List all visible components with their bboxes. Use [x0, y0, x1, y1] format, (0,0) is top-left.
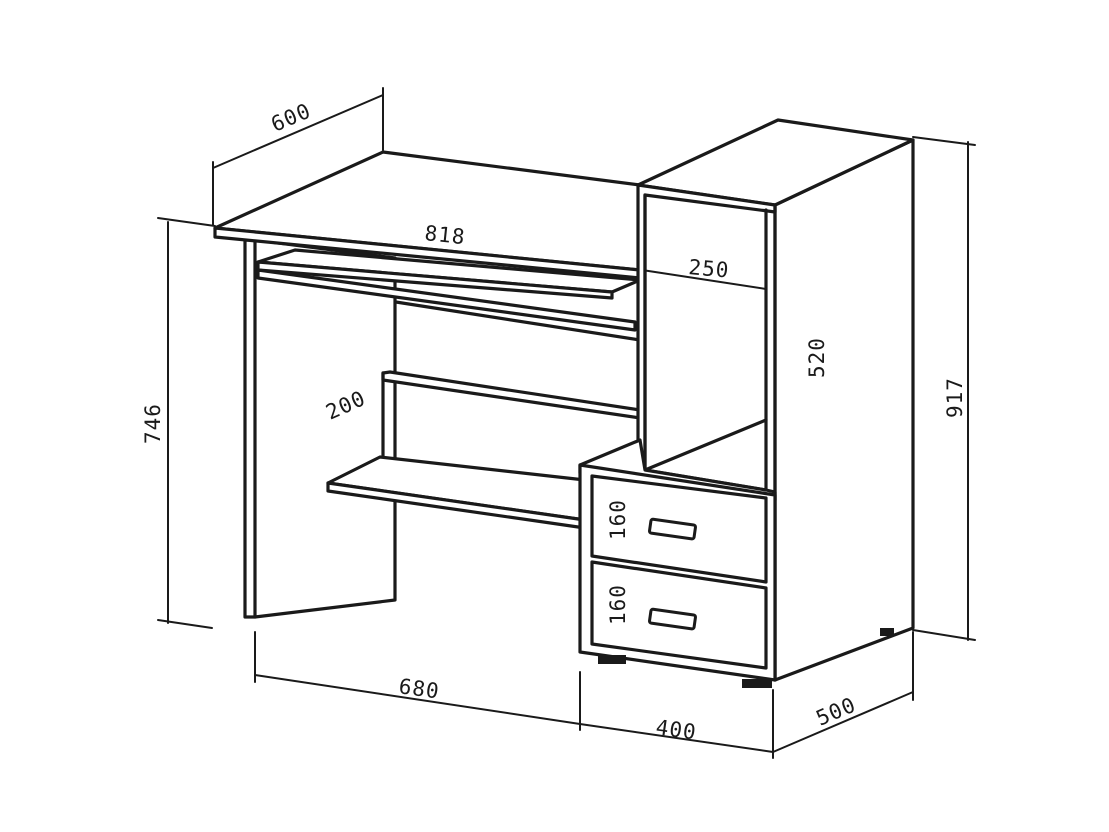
- dim-top-depth: 600: [268, 99, 315, 137]
- dim-cabinet-width: 400: [654, 715, 698, 744]
- foot-back-right: [880, 628, 894, 636]
- dim-drawer-bottom: 160: [606, 584, 630, 625]
- tray-rail: [256, 268, 637, 332]
- dimension-labels: 600 818 250 520 917 746 200 160 160 680 …: [141, 99, 967, 745]
- dim-desk-height: 746: [141, 403, 165, 444]
- desk-left-side-panel: [243, 238, 397, 619]
- foot-front-right: [742, 679, 772, 688]
- foot-front-left: [598, 655, 626, 664]
- dim-shelf-height: 520: [805, 337, 829, 378]
- cabinet-body: [578, 118, 915, 688]
- cabinet-right-side: [773, 138, 915, 682]
- dim-total-height: 917: [943, 377, 967, 418]
- dim-desk-width: 680: [397, 674, 441, 703]
- dim-shelf-depth: 250: [688, 255, 731, 282]
- dim-top-width: 818: [423, 221, 466, 249]
- drawer-top-handle-icon: [647, 517, 697, 541]
- dim-drawer-top: 160: [606, 499, 630, 540]
- keyboard-tray-front: [256, 260, 614, 300]
- drawer-bottom-handle-icon: [647, 607, 697, 631]
